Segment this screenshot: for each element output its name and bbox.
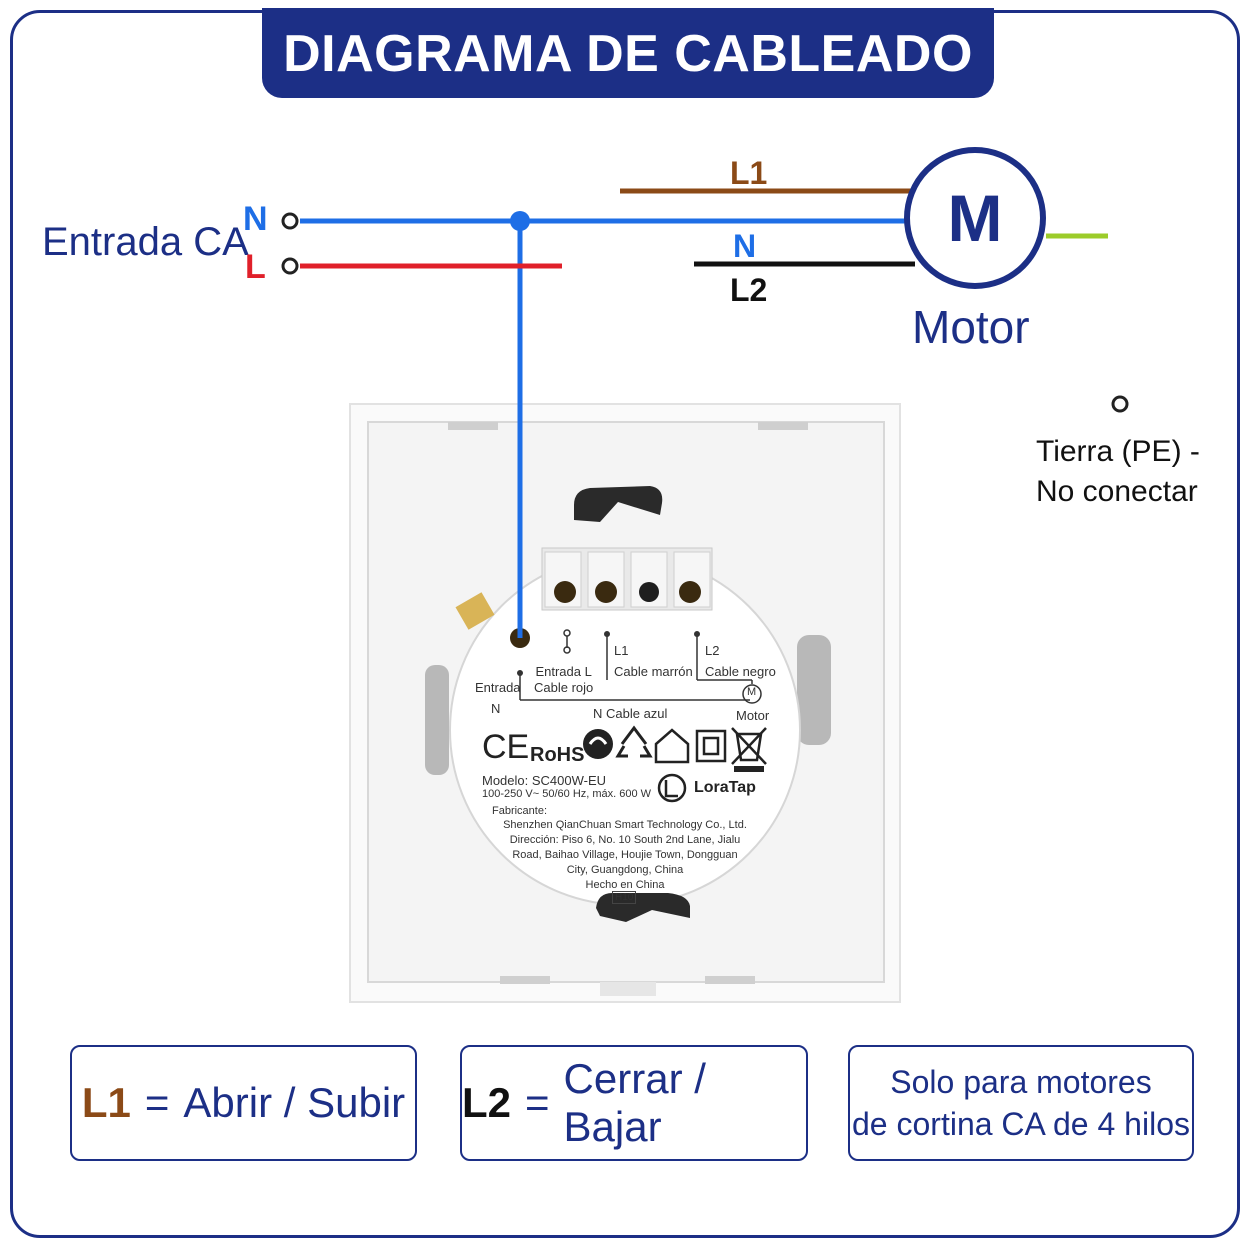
device-code: H10 (612, 891, 637, 904)
double-insulation-inner (702, 736, 720, 756)
legend-l2-text: Cerrar / Bajar (563, 1055, 706, 1150)
terminal-screw-l1 (595, 581, 617, 603)
input-n-label: N (243, 200, 268, 238)
legend-l2-key: L2 (462, 1079, 512, 1126)
wire-l2-label: L2 (730, 272, 768, 308)
brand-logo: LoraTap (694, 779, 756, 796)
terminal-n-input-icon (281, 212, 299, 230)
terminal-slot (630, 551, 668, 608)
legend-l1-box: L1 = Abrir / Subir (70, 1045, 417, 1161)
terminal-l1-label: L1 (614, 643, 629, 658)
junction-dot (510, 211, 530, 231)
legend-l1-key: L1 (81, 1079, 131, 1126)
input-l-label: L (245, 248, 266, 286)
terminal-earth-icon (1111, 395, 1129, 413)
maker-line: Road, Baihao Village, Houjie Town, Dongg… (512, 849, 738, 861)
terminal-n-label: N (491, 701, 501, 716)
maker-address: Shenzhen QianChuan Smart Technology Co.,… (500, 818, 750, 893)
terminal-motor-label: Motor (736, 708, 770, 723)
legend-l1-text: Abrir / Subir (183, 1079, 406, 1126)
legend-l2-eq: = (525, 1079, 550, 1126)
side-clip-left (425, 665, 449, 775)
legend-note-line-1: Solo para motores (890, 1064, 1152, 1100)
ground-note: Tierra (PE) - No conectar (1036, 432, 1200, 512)
terminal-cable-azul-label: N Cable azul (593, 706, 668, 721)
schematic-dot (517, 670, 523, 676)
motor-icon (904, 147, 1046, 289)
schematic-dot (563, 646, 571, 654)
rohs-mark: RoHS (530, 744, 585, 766)
terminal-cable-marron-label: Cable marrón (614, 664, 693, 679)
maker-line: Dirección: Piso 6, No. 10 South 2nd Lane… (509, 834, 741, 846)
schematic-dot (563, 629, 571, 637)
terminal-l-input-icon (281, 257, 299, 275)
wire-n-label: N (733, 228, 757, 264)
wire-l1-label: L1 (730, 155, 768, 191)
weee-bar (734, 766, 764, 772)
maker-line: Hecho en China (585, 879, 665, 891)
legend-note-box: Solo para motores de cortina CA de 4 hil… (848, 1045, 1194, 1161)
side-clip-right (797, 635, 831, 745)
ce-mark: CE (482, 728, 530, 766)
motor-label: Motor (912, 301, 1030, 353)
bottom-handle (596, 892, 690, 922)
house-icon (654, 728, 690, 764)
weee-bin-icon (731, 727, 767, 765)
ground-line-1: Tierra (PE) - (1036, 435, 1200, 468)
terminal-entrada-label: Entrada (475, 680, 521, 695)
plate-clip (758, 422, 808, 430)
terminal-cable-negro-label: Cable negro (705, 664, 776, 679)
recycle-icon (615, 725, 653, 758)
loratap-logo-icon (657, 773, 687, 803)
legend-note-line-2: de cortina CA de 4 hilos (852, 1106, 1190, 1142)
recycle-arrow-mark (588, 736, 608, 745)
page-title: DIAGRAMA DE CABLEADO (262, 8, 994, 98)
module-schematic (519, 634, 762, 704)
terminal-l2-label: L2 (705, 643, 720, 658)
schematic-dot (604, 631, 610, 637)
plate-clip (705, 976, 755, 984)
entrada-l-text: Entrada L (535, 664, 592, 679)
device-model: Modelo: SC400W-EU (482, 773, 607, 788)
plate-clip (500, 976, 550, 984)
wire-clip (455, 592, 495, 630)
legend-l2-box: L2 = Cerrar / Bajar (460, 1045, 808, 1161)
plate-clip (448, 422, 498, 430)
legend-l1-eq: = (144, 1079, 170, 1126)
terminal-entrada-l-label: Entrada L Cable rojo (534, 664, 593, 696)
double-insulation-icon (695, 729, 727, 763)
maker-title: Fabricante: (492, 805, 548, 817)
bottom-plate-edge (600, 982, 656, 996)
top-handle (574, 486, 663, 522)
schematic-dot (694, 631, 700, 637)
maker-line: City, Guangdong, China (566, 864, 684, 876)
recycle-arrow-icon (583, 729, 613, 759)
terminal-screw-empty (639, 582, 659, 602)
terminal-screw-l (554, 581, 576, 603)
ground-line-2: No conectar (1036, 475, 1198, 508)
input-label: Entrada CA (42, 220, 249, 264)
terminal-screw-l2 (679, 581, 701, 603)
cable-rojo-text: Cable rojo (534, 680, 594, 695)
maker-line: Shenzhen QianChuan Smart Technology Co.,… (503, 819, 747, 831)
device-rating: 100-250 V~ 50/60 Hz, máx. 600 W (482, 788, 652, 800)
schematic-motor-symbol: M (747, 686, 757, 698)
motor-symbol: M (947, 181, 1003, 255)
